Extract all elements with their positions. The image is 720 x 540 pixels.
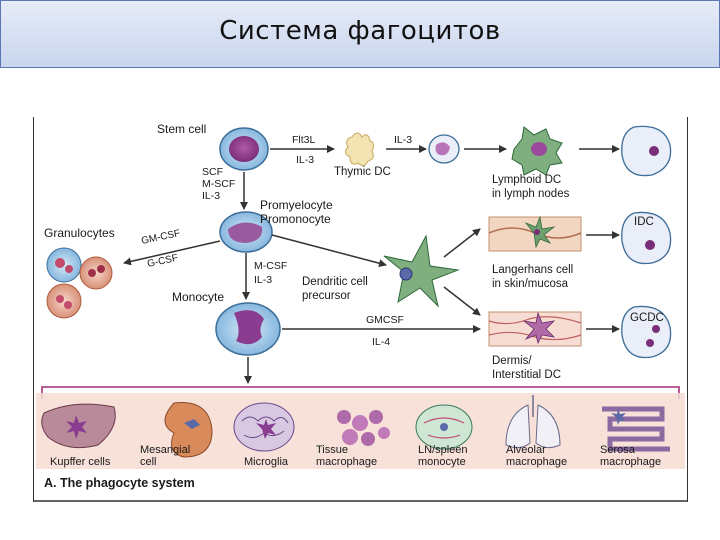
idc-label: IDC [634, 216, 654, 228]
gcsf-label: G-CSF [146, 253, 179, 270]
lymphoid-dc-icon [511, 126, 563, 176]
tissue-macrophage-label-1: Tissue [316, 444, 348, 456]
lymphoid-dc-label-2: in lymph nodes [492, 188, 570, 200]
gcdc-label: GCDC [630, 312, 664, 324]
final-cell-1 [621, 125, 672, 177]
alveolar-label-1: Alveolar [506, 444, 546, 456]
il3-label-4: IL-3 [254, 274, 272, 286]
arrow-to-dc-precursor [271, 234, 387, 268]
microglia-icon [233, 402, 295, 452]
dermis-panel [488, 311, 582, 347]
thymic-dc-label: Thymic DC [334, 166, 391, 178]
il3-cell-icon [428, 134, 460, 164]
il3-label-2: IL-3 [394, 134, 412, 146]
mscf-label: M-SCF [202, 178, 235, 190]
dc-precursor-label-2: precursor [302, 290, 351, 302]
granulocytes-label: Granulocytes [44, 226, 115, 240]
ln-spleen-icon [415, 404, 473, 450]
dermis-label-2: Interstitial DC [492, 369, 561, 381]
serosa-label-2: macrophage [600, 456, 661, 468]
figure-caption: A. The phagocyte system [44, 476, 195, 490]
tissue-band [36, 393, 685, 469]
mesangial-icon [164, 402, 213, 458]
title-bar [0, 0, 720, 68]
ln-spleen-label-1: LN/spleen [418, 444, 468, 456]
tissue-macrophage-label-2: macrophage [316, 456, 377, 468]
mesangial-label-2: cell [140, 456, 157, 468]
arrow-to-granulocytes [123, 240, 221, 266]
promonocyte-label: Promonocyte [260, 212, 331, 226]
microglia-label: Microglia [244, 456, 289, 468]
alveolar-label-2: macrophage [506, 456, 567, 468]
dermis-label-1: Dermis/ [492, 355, 532, 367]
langerhans-panel [488, 215, 582, 252]
dc-precursor-label-1: Dendritic cell [302, 276, 368, 288]
arrow-to-langerhans [443, 228, 481, 258]
stem-cell-label: Stem cell [157, 122, 206, 136]
kupffer-label: Kupffer cells [50, 456, 111, 468]
gmcsf-label: GM-CSF [140, 228, 181, 247]
il3-label-3: IL-3 [202, 190, 220, 202]
promyelocyte-cell [219, 211, 273, 253]
tissue-macrophage-icon [337, 410, 390, 446]
serosa-icon [602, 406, 670, 452]
kupffer-icon [41, 403, 116, 449]
monocyte-cell [215, 302, 281, 356]
alveolar-icon [505, 395, 561, 449]
ln-spleen-label-2: monocyte [418, 456, 466, 468]
granulocyte-cells [46, 247, 113, 319]
dc-precursor-cell [383, 234, 460, 308]
phagocyte-diagram: Stem cell Flt3L IL-3 Thymic DC IL-3 Lymp… [33, 117, 688, 502]
slide-title: Система фагоцитов [219, 16, 501, 46]
scf-label: SCF [202, 166, 223, 178]
gmcsf2-label: GMCSF [366, 314, 404, 326]
thymic-dc-icon [344, 132, 375, 167]
langerhans-label-2: in skin/mucosa [492, 278, 569, 290]
il3-label-1: IL-3 [296, 154, 314, 166]
mcsf-label: M-CSF [254, 260, 287, 272]
serosa-label-1: Serosa [600, 444, 636, 456]
mesangial-label-1: Mesangial [140, 444, 190, 456]
arrow-to-dermis-1 [443, 286, 481, 316]
final-cell-3 [621, 305, 672, 359]
promyelocyte-label: Promyelocyte [260, 198, 333, 212]
langerhans-label-1: Langerhans cell [492, 264, 573, 276]
il4-label: IL-4 [372, 336, 390, 348]
monocyte-label: Monocyte [172, 290, 224, 304]
final-cell-2 [621, 211, 672, 265]
stem-cell [219, 127, 269, 171]
lymphoid-dc-label-1: Lymphoid DC [492, 174, 561, 186]
flt3l-label: Flt3L [292, 134, 316, 146]
